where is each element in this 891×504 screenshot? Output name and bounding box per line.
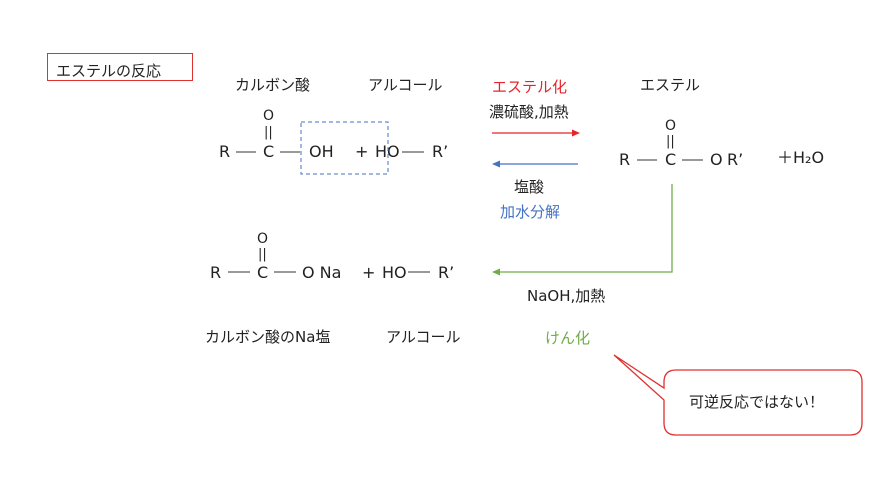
- ester-c: C: [665, 150, 677, 169]
- acid-c: C: [263, 142, 275, 161]
- alcohol-plus: +: [355, 142, 369, 161]
- water-product: ＋H₂O: [777, 148, 825, 167]
- acid-double-bond: ||: [264, 125, 273, 140]
- ester-o-top: O: [665, 118, 677, 134]
- salt-r: R: [210, 263, 222, 282]
- saponification-arrowhead: [492, 268, 500, 276]
- label-carboxylic-acid: カルボン酸: [235, 76, 311, 94]
- alcohol2-plus: +: [362, 263, 376, 282]
- dashed-water-box: [300, 121, 389, 175]
- salt-double-bond: ||: [258, 247, 267, 262]
- ester-r: R: [619, 150, 631, 169]
- esterification-condition: 濃硫酸,加熱: [489, 103, 569, 121]
- label-ester: エステル: [640, 76, 701, 94]
- ester-r2: R’: [727, 150, 744, 169]
- esterification-arrowhead: [572, 129, 580, 137]
- alcohol2-r2: R’: [438, 263, 455, 282]
- alcohol-r2: R’: [432, 142, 449, 161]
- salt-c: C: [257, 263, 269, 282]
- section-title-box: エステルの反応: [47, 53, 193, 81]
- acid-oh: OH: [309, 142, 334, 161]
- callout-bubble: [613, 354, 863, 436]
- alcohol2-ho: HO: [382, 263, 407, 282]
- label-na-salt: カルボン酸のNa塩: [205, 328, 331, 346]
- hydrolysis-condition: 塩酸: [514, 178, 545, 196]
- acid-o-top: O: [263, 108, 275, 124]
- hydrolysis-label: 加水分解: [500, 203, 561, 221]
- acid-r: R: [219, 142, 231, 161]
- saponification-label: けん化: [545, 329, 591, 347]
- ester-o: O: [710, 150, 723, 169]
- label-alcohol-top: アルコール: [368, 76, 443, 94]
- ester-double-bond: ||: [666, 134, 675, 149]
- alcohol-ho: HO: [375, 142, 400, 161]
- saponification-condition: NaOH,加熱: [527, 287, 606, 305]
- saponification-arrow-line: [499, 184, 673, 273]
- section-title: エステルの反応: [56, 62, 162, 80]
- hydrolysis-arrowhead: [492, 160, 500, 168]
- salt-o-top: O: [257, 231, 269, 247]
- salt-ona: O Na: [302, 263, 342, 282]
- label-alcohol-bottom: アルコール: [386, 328, 461, 346]
- esterification-label: エステル化: [492, 78, 568, 96]
- callout-text: 可逆反応ではない！: [689, 393, 825, 411]
